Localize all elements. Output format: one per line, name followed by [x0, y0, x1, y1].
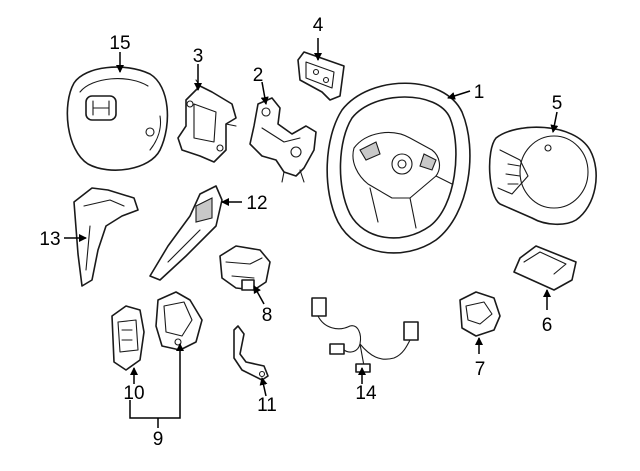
callout-3: 3	[193, 46, 204, 67]
callout-1: 1	[474, 82, 485, 103]
callout-12: 12	[246, 193, 267, 214]
leader-lines	[64, 38, 559, 428]
callout-10: 10	[123, 383, 144, 404]
callout-8: 8	[262, 305, 273, 326]
part-10-switch	[111, 305, 145, 371]
part-4-bracket	[297, 51, 345, 101]
part-9-switch	[155, 291, 203, 351]
part-11-bracket	[233, 325, 269, 381]
callout-15: 15	[109, 33, 130, 54]
part-5-cover	[488, 126, 597, 226]
part-13-garnish	[73, 187, 139, 287]
part-7-switch	[459, 291, 501, 337]
callout-13: 13	[39, 229, 60, 250]
part-6-cover	[513, 245, 577, 291]
part-14-wire-harness	[311, 297, 419, 373]
callout-9: 9	[153, 429, 164, 450]
callout-4: 4	[313, 15, 324, 36]
callout-11: 11	[257, 395, 277, 416]
part-1-steering-wheel	[326, 82, 471, 254]
part-8-switch	[219, 245, 271, 291]
callout-labels: 15 3 4 2 1 5 12 13 8 6 7 10 11 14 9	[39, 15, 562, 450]
callout-7: 7	[475, 359, 486, 380]
callout-2: 2	[253, 65, 264, 86]
callout-6: 6	[542, 315, 553, 336]
callout-5: 5	[552, 93, 563, 114]
part-15-airbag	[66, 66, 169, 171]
part-3-bracket	[177, 79, 237, 163]
callout-14: 14	[355, 383, 377, 404]
part-12-garnish	[149, 185, 223, 281]
part-2-wiring-bracket	[249, 97, 317, 183]
